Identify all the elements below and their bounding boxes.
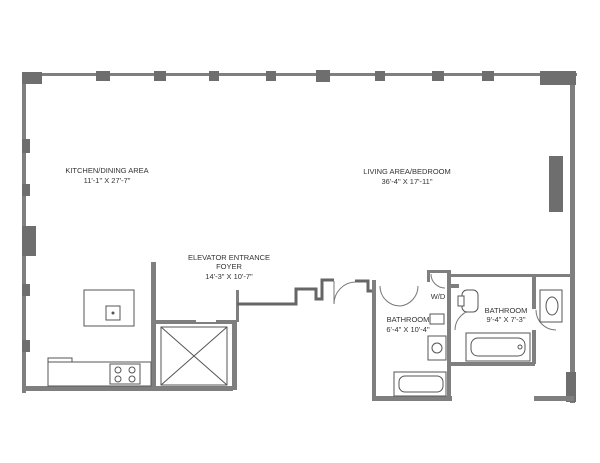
laundry-label: W/D — [431, 292, 446, 301]
foyer-dims-label: 14'-3" X 10'-7" — [205, 272, 253, 281]
doors — [333, 273, 557, 331]
living-dims-label: 36'-4" X 17'-11" — [382, 177, 433, 186]
bathroom1-fixtures — [393, 313, 447, 397]
living-name-label: LIVING AREA/BEDROOM — [363, 167, 451, 176]
bathroom1-dims-label: 6'-4" X 10'-4" — [386, 325, 430, 334]
bathroom2-fixtures — [457, 289, 563, 362]
foyer-name-line1: ELEVATOR ENTRANCE — [188, 253, 270, 262]
kitchen-island — [83, 289, 135, 327]
bathroom2-name-label: BATHROOM — [485, 306, 528, 315]
bathroom2-dims-label: 9'-4" X 7'-3" — [486, 315, 525, 324]
kitchen-name-label: KITCHEN/DINING AREA — [65, 166, 148, 175]
wall-pillars — [22, 70, 576, 402]
room-labels: KITCHEN/DINING AREA 11'-1" X 27'-7" LIVI… — [65, 166, 527, 334]
foyer-name-line2: FOYER — [216, 262, 242, 271]
bathroom1-name-label: BATHROOM — [387, 315, 430, 324]
kitchen-counter — [47, 357, 152, 387]
elevator-shaft — [160, 318, 228, 386]
kitchen-dims-label: 11'-1" X 27'-7" — [84, 176, 131, 185]
